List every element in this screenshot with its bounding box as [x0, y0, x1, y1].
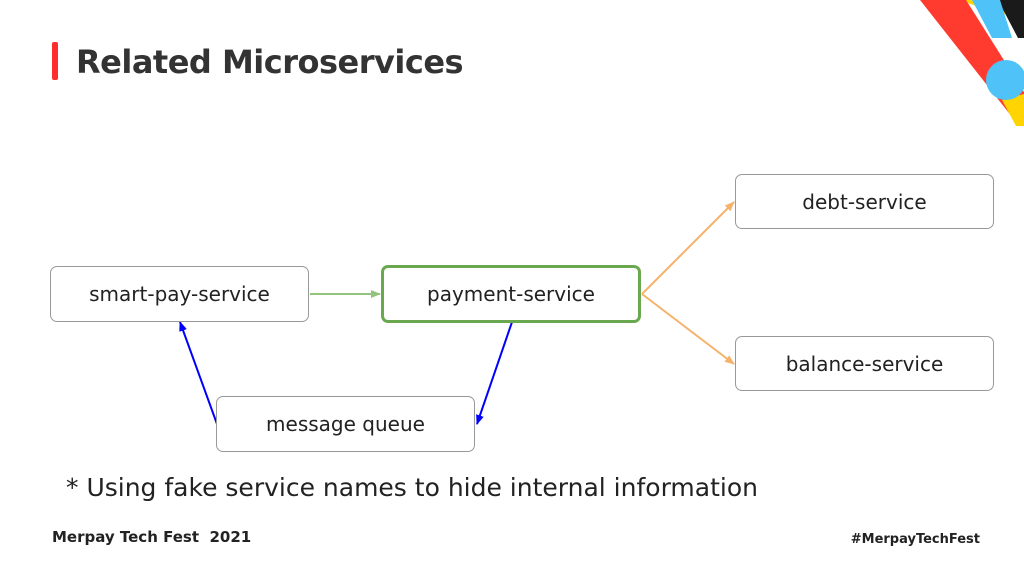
deco-black-shape — [998, 0, 1024, 38]
node-smart-pay-service: smart-pay-service — [50, 266, 309, 322]
node-balance-service: balance-service — [735, 336, 994, 391]
node-payment-service: payment-service — [381, 265, 641, 323]
edge-queue-to-smartpay — [179, 321, 218, 425]
deco-blue-circle — [986, 60, 1024, 100]
edge-payment-to-debt — [641, 201, 735, 295]
footer-hashtag: #MerpayTechFest — [850, 532, 980, 547]
title-accent-bar — [52, 42, 58, 80]
page-title: Related Microservices — [76, 43, 464, 81]
deco-blue-shape — [972, 0, 1012, 38]
deco-yellow-strip — [1002, 94, 1024, 126]
edge-payment-to-queue — [476, 321, 513, 425]
node-debt-service: debt-service — [735, 174, 994, 229]
disclaimer-note: * Using fake service names to hide inter… — [66, 473, 758, 502]
footer-event-name: Merpay Tech Fest 2021 — [52, 528, 252, 546]
edge-payment-to-balance — [641, 293, 735, 365]
node-message-queue: message queue — [216, 396, 475, 452]
corner-decoration — [920, 0, 1024, 126]
